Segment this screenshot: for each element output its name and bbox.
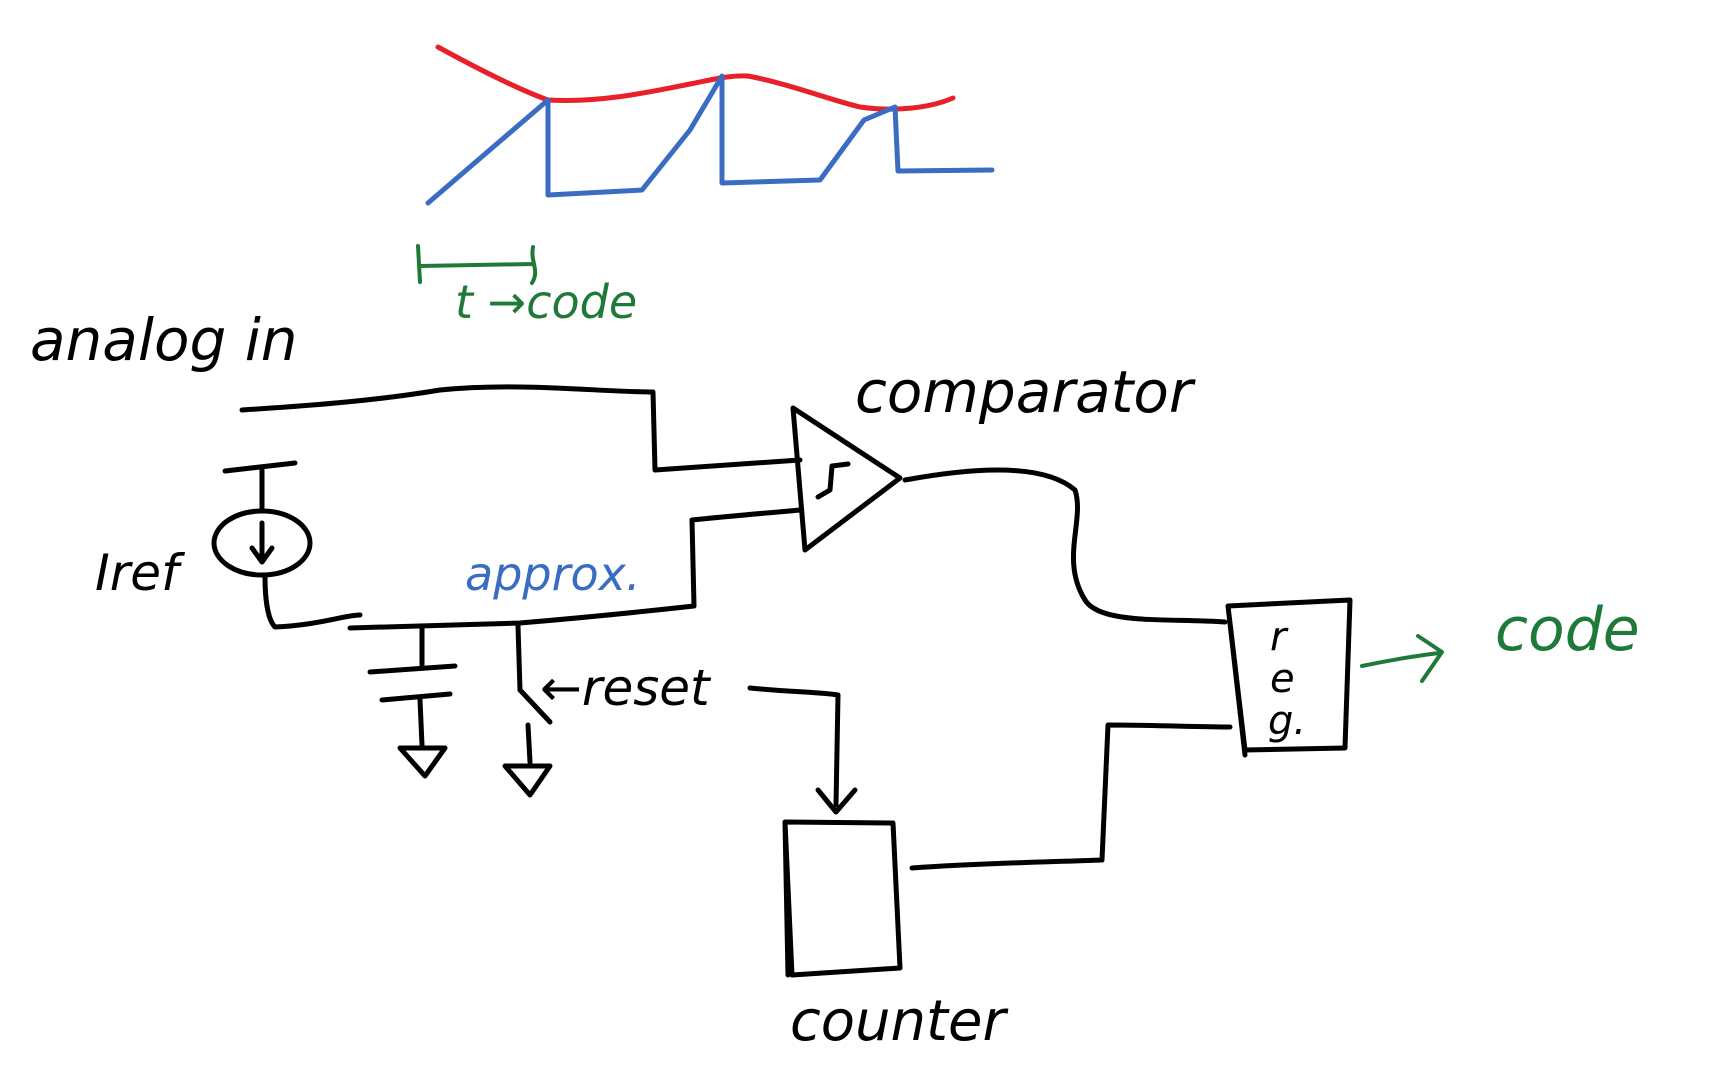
capacitor-branch bbox=[367, 623, 458, 779]
timing-waveform bbox=[425, 44, 995, 206]
switch-bottom-wire bbox=[525, 722, 533, 765]
comparator-output-wire bbox=[902, 467, 1228, 625]
comparator bbox=[790, 405, 903, 553]
hysteresis-icon bbox=[815, 461, 851, 500]
current-source-supply bbox=[222, 460, 298, 513]
current-source-bottom-wire bbox=[262, 573, 363, 630]
current-source bbox=[211, 460, 363, 630]
current-source-icon bbox=[211, 508, 313, 578]
switch-icon bbox=[517, 687, 553, 725]
comparator-triangle-icon bbox=[790, 405, 903, 553]
register-letter-g: g. bbox=[1268, 698, 1306, 744]
counter-label: counter bbox=[790, 989, 1008, 1054]
capacitor-bottom-wire bbox=[417, 697, 425, 748]
switch-ground-icon bbox=[502, 763, 553, 798]
timing-bracket-line bbox=[416, 244, 538, 285]
capacitor-icon bbox=[367, 663, 458, 703]
timing-code-label: t →code bbox=[455, 275, 637, 329]
iref-label: Iref bbox=[95, 544, 185, 602]
approx-label: approx. bbox=[465, 547, 641, 601]
code-output-label: code bbox=[1495, 595, 1640, 665]
reset-wire bbox=[747, 685, 841, 808]
switch-top-wire bbox=[515, 623, 523, 693]
capacitor-ground-icon bbox=[397, 745, 448, 779]
comparator-label: comparator bbox=[855, 358, 1196, 426]
register: r e g. bbox=[1225, 597, 1353, 758]
current-source-arrow-icon bbox=[249, 520, 275, 565]
reset-label: ←reset bbox=[540, 659, 712, 717]
analog-in-label: analog in bbox=[30, 306, 298, 374]
register-letter-r: r bbox=[1270, 614, 1289, 660]
register-letter-e: e bbox=[1270, 656, 1295, 702]
analog-input-waveform bbox=[435, 44, 956, 112]
ramp-node-wire bbox=[347, 507, 803, 631]
counter-box bbox=[782, 819, 903, 978]
ramp-waveform bbox=[425, 73, 995, 206]
analog-input-wire bbox=[239, 384, 803, 473]
reset-switch bbox=[502, 623, 553, 798]
counter-output-wire bbox=[909, 722, 1233, 871]
register-box bbox=[1225, 597, 1353, 758]
reset-arrow-icon bbox=[815, 787, 858, 815]
output-arrow-icon bbox=[1360, 634, 1444, 683]
timing-bracket: t →code bbox=[416, 244, 637, 329]
